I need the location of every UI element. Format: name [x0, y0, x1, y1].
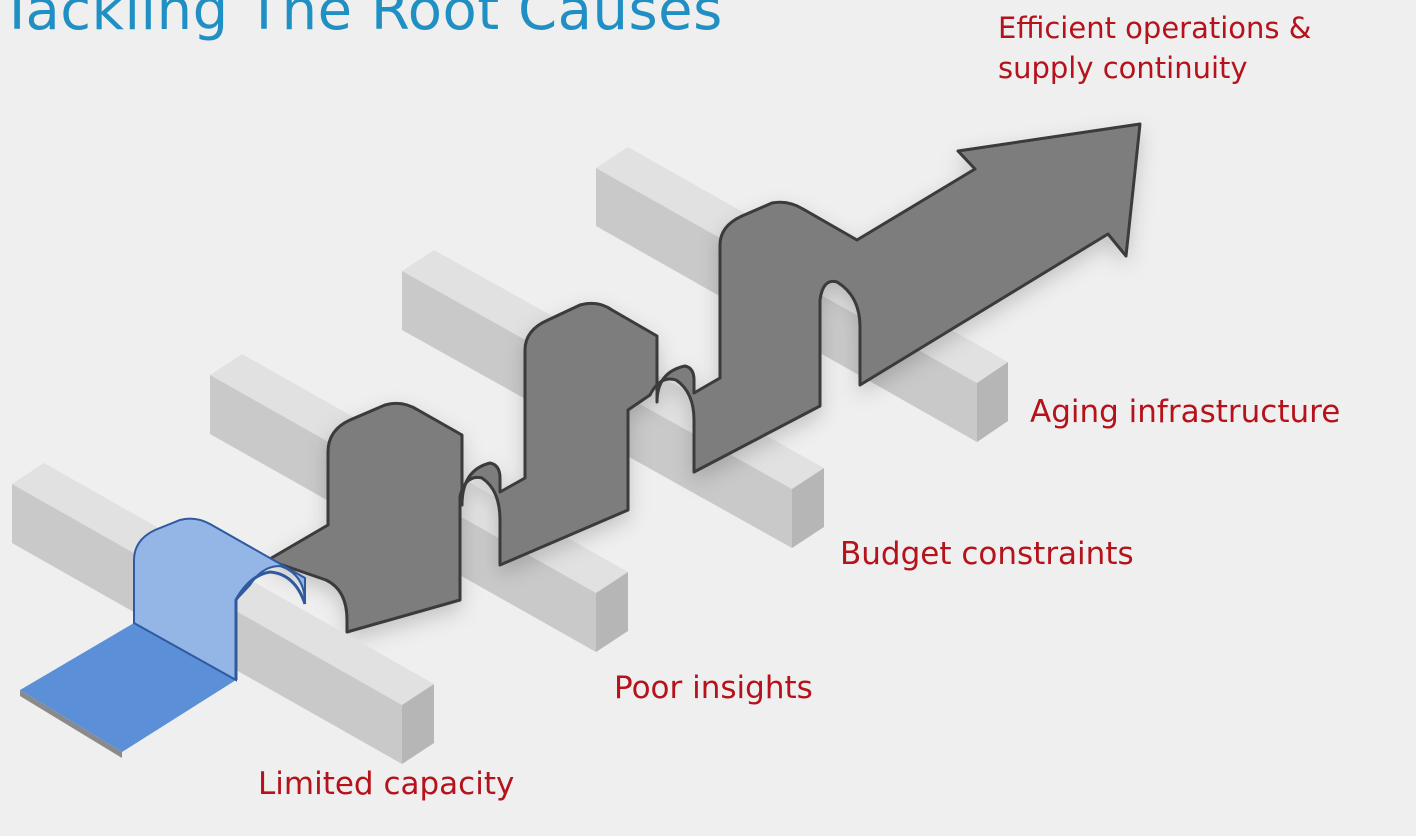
start-segment: [20, 517, 307, 758]
goal-label-line-2: supply continuity: [998, 51, 1248, 85]
barrier-label-budget-constraints: Budget constraints: [840, 536, 1134, 572]
goal-label: Efficient operations & supply continuity: [998, 8, 1311, 88]
barrier-label-limited-capacity: Limited capacity: [258, 766, 515, 802]
barrier-label-aging-infrastructure: Aging infrastructure: [1030, 394, 1341, 430]
progress-arrow: [266, 122, 1142, 634]
goal-label-line-1: Efficient operations &: [998, 11, 1312, 45]
page-title: Tackling The Root Causes: [0, 0, 723, 43]
barrier-label-poor-insights: Poor insights: [614, 670, 813, 706]
